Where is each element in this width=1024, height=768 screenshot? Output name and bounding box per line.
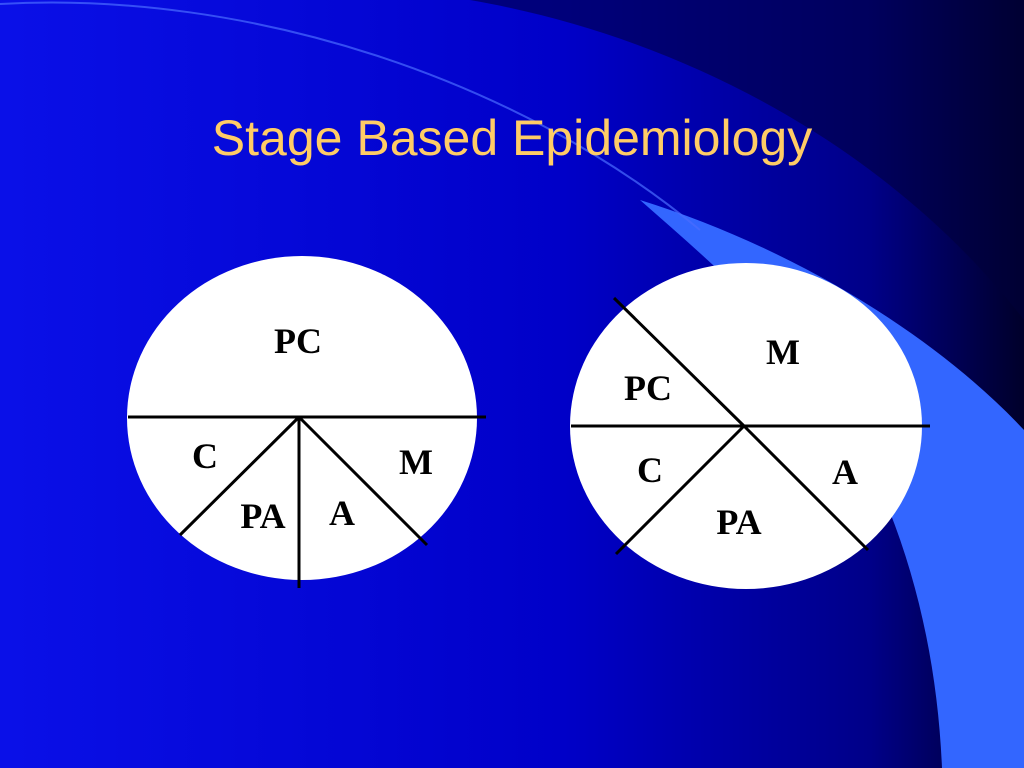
diagram-left-label-pa: PA [240,496,285,536]
diagram-left-label-pc: PC [274,321,322,361]
diagram-left-label-c: C [192,436,218,476]
diagram-right-label-pc: PC [624,368,672,408]
diagram-right-label-m: M [766,332,800,372]
background-swoosh-dark [470,0,1024,320]
diagram-left-label-a: A [329,493,355,533]
slide-title: Stage Based Epidemiology [212,110,812,166]
diagram-right-diagonal-upper-line [612,296,746,428]
diagram-left: PC C PA A M [127,256,486,588]
diagram-right-label-a: A [832,452,858,492]
diagram-right-label-c: C [637,450,663,490]
diagram-left-label-m: M [399,442,433,482]
diagram-left-diagonal-left-line [178,415,301,537]
diagram-left-diagonal-right-line [297,415,429,547]
background-swoosh-highlight [0,1,701,231]
background-swoosh-light [640,200,1024,768]
diagram-right-diagonal-lower-left-line [614,424,746,556]
diagram-right-label-pa: PA [716,502,761,542]
diagram-right-diagonal-lower-right-line [742,424,870,552]
diagram-right: M PC C A PA [570,263,930,589]
